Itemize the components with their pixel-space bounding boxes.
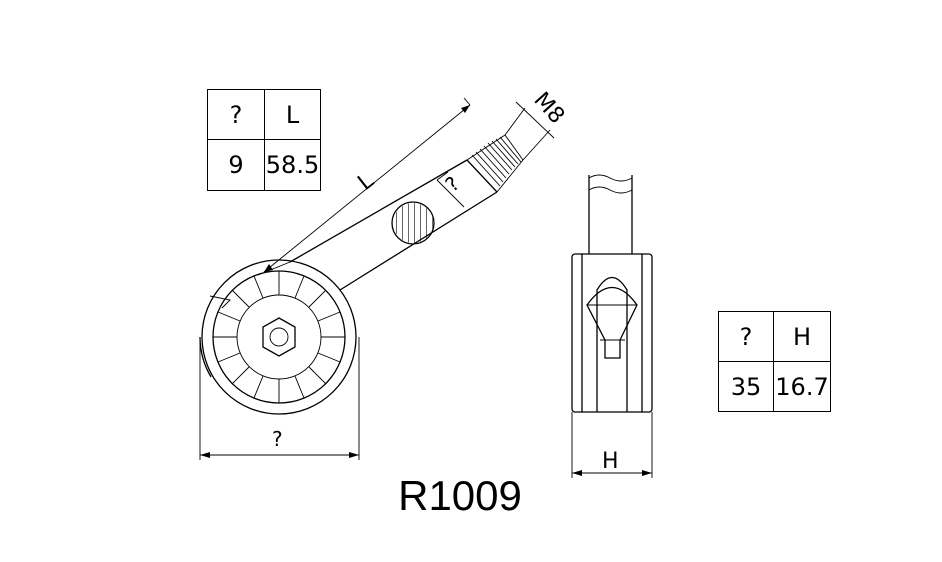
table-left-header-2: L [264, 89, 321, 140]
dimension-wheel-diameter: ? [199, 337, 360, 460]
dimension-shaft-diameter: ? [436, 171, 465, 208]
spec-table-left: ? L 9 58.5 [207, 89, 321, 191]
thread [466, 134, 524, 193]
wheel-view [199, 259, 357, 415]
table-left-header-1: ? [207, 89, 265, 140]
dimension-h: H [571, 412, 653, 478]
dimension-h-label: H [602, 449, 619, 474]
table-left-value-1: 9 [207, 139, 265, 191]
side-view [571, 174, 653, 413]
spec-table-right: ? H 35 16.7 [718, 311, 831, 412]
table-left-value-2: 58.5 [264, 139, 321, 191]
table-right-header-1: ? [718, 311, 774, 362]
bolt-shaft [289, 134, 524, 291]
hex-hub [262, 317, 296, 357]
dimension-m8: M8 [504, 88, 569, 161]
dimension-m8-label: M8 [528, 88, 569, 129]
dimension-shaft-label: ? [441, 171, 465, 196]
part-number-title: R1009 [398, 472, 522, 519]
table-right-value-1: 35 [718, 361, 774, 412]
dimension-wheel-label: ? [272, 427, 283, 451]
shaft-section [393, 203, 433, 243]
table-right-value-2: 16.7 [773, 361, 831, 412]
table-right-header-2: H [773, 311, 831, 362]
wheel-spokes [213, 271, 345, 403]
